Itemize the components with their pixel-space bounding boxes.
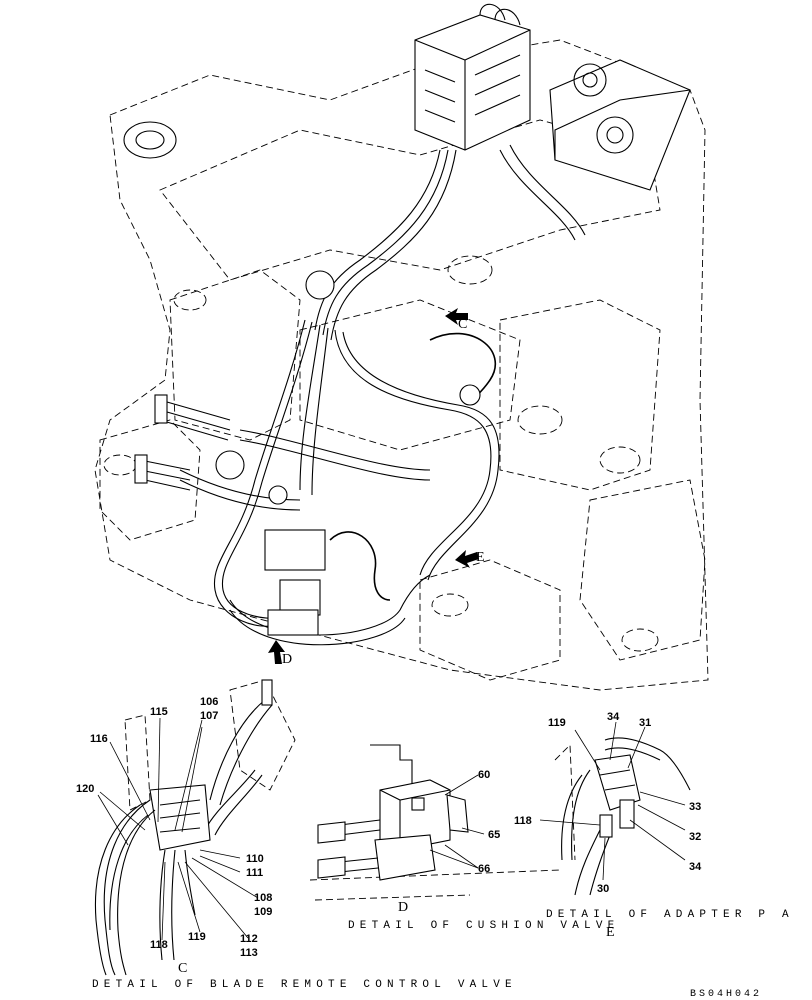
detail-e-letter: E bbox=[606, 925, 615, 940]
hose-bundle bbox=[179, 144, 586, 646]
pivot-bore bbox=[135, 130, 165, 150]
view-arrow-d-label: D bbox=[282, 652, 292, 667]
callout-33: 33 bbox=[689, 801, 701, 813]
frame-hole bbox=[599, 446, 641, 474]
callout-34-bottom: 34 bbox=[689, 861, 702, 873]
callout-60: 60 bbox=[478, 769, 490, 781]
frame-hole bbox=[621, 628, 659, 652]
frame-hole bbox=[173, 289, 207, 311]
frame-hole bbox=[103, 454, 137, 476]
callout-32: 32 bbox=[689, 831, 701, 843]
callout-109: 109 bbox=[254, 906, 272, 918]
detail-d-caption: DETAIL OF CUSHION VALVE bbox=[348, 920, 619, 932]
frame-hole bbox=[447, 255, 493, 285]
valve-cluster-center bbox=[215, 270, 481, 636]
callout-116: 116 bbox=[90, 733, 108, 745]
detail-e-caption: DETAIL OF ADAPTER P A bbox=[546, 909, 794, 921]
left-fittings bbox=[134, 394, 231, 491]
callout-106: 106 bbox=[200, 696, 218, 708]
callout-119-c: 119 bbox=[188, 931, 206, 943]
control-valve-block bbox=[414, 3, 531, 151]
callout-31: 31 bbox=[639, 717, 651, 729]
frame-side-rail-left bbox=[169, 269, 301, 441]
view-arrow-c-label: C bbox=[458, 317, 467, 332]
callout-118-e: 118 bbox=[514, 815, 532, 827]
callout-107: 107 bbox=[200, 710, 218, 722]
callout-111: 111 bbox=[246, 867, 263, 879]
frame-right-lower bbox=[579, 479, 706, 661]
pump-housing bbox=[549, 59, 691, 191]
frame-hole bbox=[517, 405, 563, 435]
main-frame-view: C E D bbox=[94, 3, 709, 691]
frame-side-rail-right bbox=[499, 299, 661, 491]
detail-c: 106 107 115 116 120 110 111 108 109 112 … bbox=[76, 679, 517, 991]
frame-lower-box bbox=[419, 559, 561, 681]
detail-c-caption: DETAIL OF BLADE REMOTE CONTROL VALVE bbox=[92, 979, 517, 991]
callout-34-top: 34 bbox=[607, 711, 620, 723]
callout-108: 108 bbox=[254, 892, 272, 904]
view-arrow-e: E bbox=[455, 550, 485, 568]
pivot-boss bbox=[123, 121, 177, 159]
view-arrow-e-label: E bbox=[476, 550, 485, 565]
detail-c-leaders bbox=[97, 717, 259, 941]
callout-120: 120 bbox=[76, 783, 94, 795]
frame-lower-left-box bbox=[99, 419, 201, 541]
detail-d: 60 65 66 D DETAIL OF CUSHION VALVE bbox=[309, 744, 619, 932]
frame-top-plate bbox=[159, 119, 661, 281]
callout-30: 30 bbox=[597, 883, 609, 895]
callout-110: 110 bbox=[246, 853, 264, 865]
view-arrow-c: C bbox=[445, 308, 468, 332]
callout-119-e: 119 bbox=[548, 717, 566, 729]
callout-112: 112 bbox=[240, 933, 258, 945]
detail-e: 119 34 31 33 32 34 118 30 DETAIL OF ADAP… bbox=[514, 711, 794, 940]
detail-c-letter: C bbox=[178, 961, 187, 976]
frame-hole bbox=[431, 593, 469, 617]
cushion-hose-lower bbox=[329, 531, 391, 601]
detail-d-letter: D bbox=[398, 900, 408, 915]
frame-mid-plate bbox=[299, 299, 521, 451]
callout-115: 115 bbox=[150, 706, 168, 718]
drawing-code: BS04H042 bbox=[690, 989, 762, 1000]
callout-65: 65 bbox=[488, 829, 500, 841]
callout-118: 118 bbox=[150, 939, 168, 951]
callout-113: 113 bbox=[240, 947, 258, 959]
callout-66: 66 bbox=[478, 863, 490, 875]
view-arrow-d: D bbox=[268, 640, 292, 667]
